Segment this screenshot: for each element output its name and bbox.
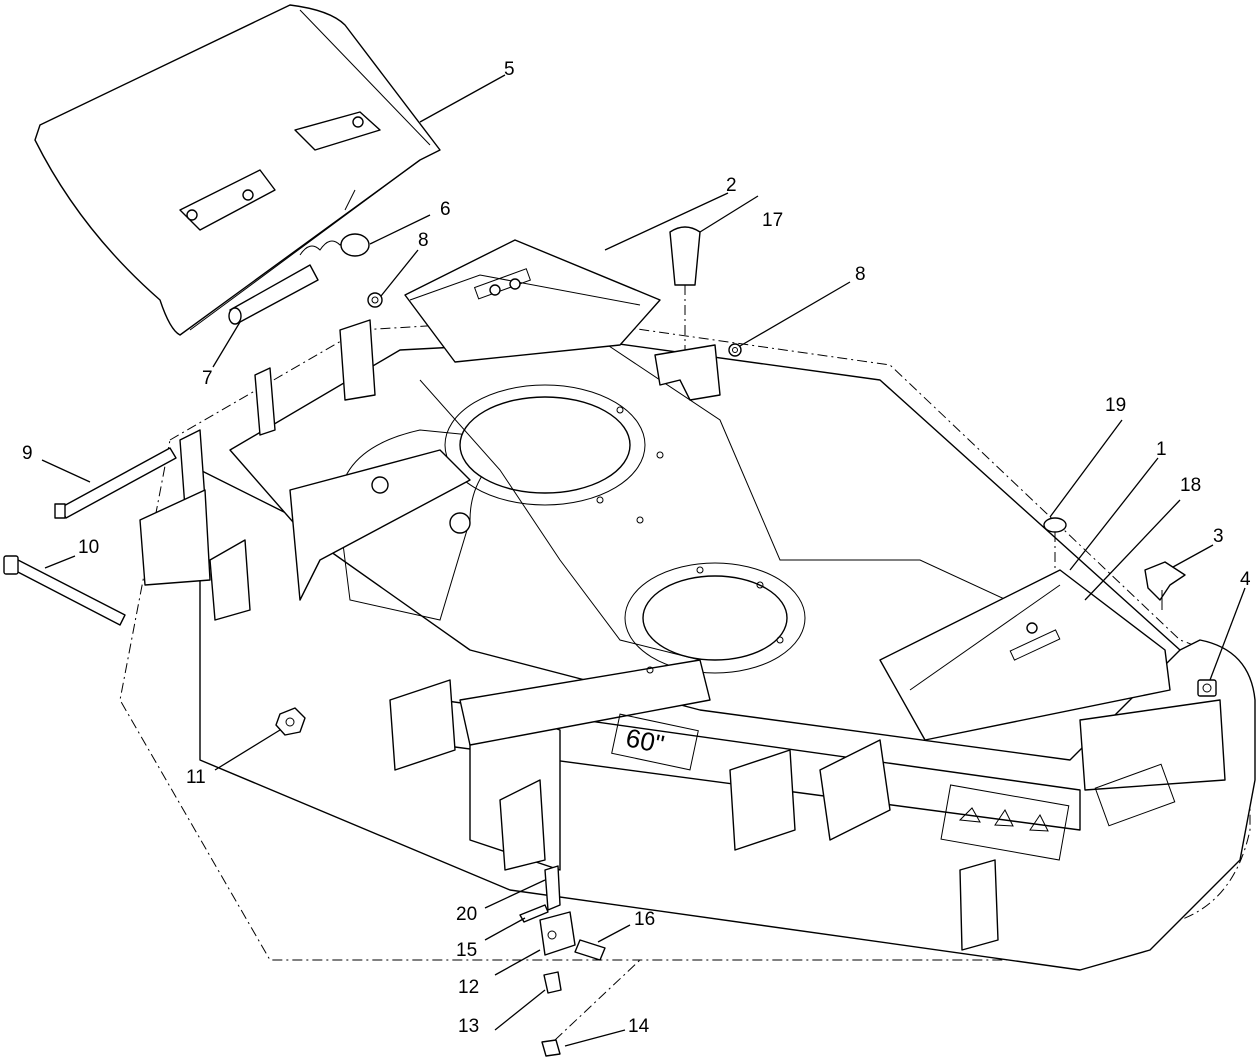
callout-16: 16 (634, 909, 655, 930)
lock-nut-8 (367, 292, 742, 357)
front-deflector-shield (34, 4, 441, 336)
callout-14: 14 (628, 1016, 650, 1037)
callout-2: 2 (726, 175, 737, 196)
leader-lines (41, 74, 1246, 1047)
callout-1: 1 (1156, 439, 1167, 460)
callout-7: 7 (202, 368, 213, 389)
callout-8a: 8 (418, 230, 429, 251)
hex-bolt-10 (3, 555, 126, 626)
callout-4: 4 (1240, 569, 1251, 590)
callout-9: 9 (22, 443, 33, 464)
callout-11: 11 (186, 767, 206, 788)
deflector-rod (228, 264, 319, 325)
belt-cover-left (404, 239, 661, 363)
callout-13: 13 (458, 1016, 479, 1037)
callout-15: 15 (456, 940, 477, 961)
hex-nut-11 (275, 707, 306, 736)
mower-deck: 60" (119, 317, 1256, 971)
height-adjust-hardware (519, 865, 641, 1057)
callout-17: 17 (762, 210, 783, 231)
torsion-spring (299, 189, 370, 257)
callout-10: 10 (78, 537, 99, 558)
flange-nut-4 (1197, 679, 1217, 697)
callout-3: 3 (1213, 526, 1224, 547)
callout-12: 12 (458, 977, 479, 998)
pivot-rod (54, 447, 177, 519)
callout-19: 19 (1105, 395, 1126, 416)
callout-5: 5 (504, 59, 515, 80)
star-knob (1144, 561, 1186, 610)
cover-knob (654, 226, 721, 401)
callout-labels: 1 2 3 4 5 6 7 8 8 9 10 11 12 13 14 15 16… (22, 59, 1251, 1037)
callout-20: 20 (456, 904, 477, 925)
callout-18: 18 (1180, 475, 1201, 496)
callout-8b: 8 (855, 264, 866, 285)
callout-6: 6 (440, 199, 451, 220)
plug-cap (1043, 517, 1067, 570)
